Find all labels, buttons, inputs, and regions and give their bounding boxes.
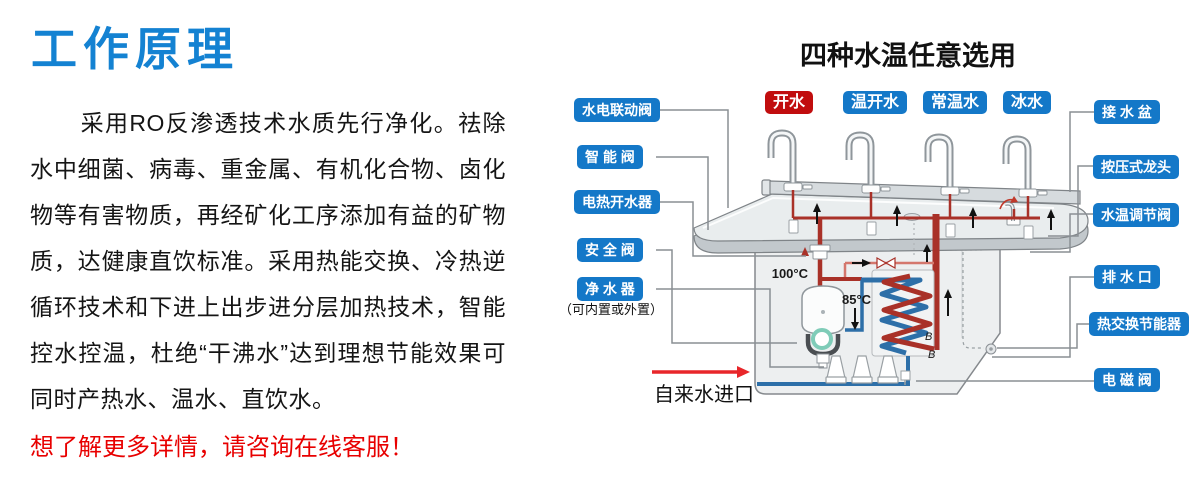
button-boiling-water: 开水 bbox=[765, 91, 814, 114]
solenoid-valve bbox=[900, 370, 911, 385]
gooseneck-faucets bbox=[767, 129, 1048, 198]
label-press-tap: 按压式龙头 bbox=[1093, 155, 1179, 179]
safety-valve bbox=[801, 244, 831, 260]
description-paragraph: 采用RO反渗透技术水质先行净化。祛除水中细菌、病毒、重金属、有机化合物、卤化物等… bbox=[30, 110, 506, 412]
flow-arrows bbox=[813, 203, 1055, 330]
diagram-title: 四种水温任意选用 bbox=[800, 41, 1016, 71]
outlet-temp-label: 85°C bbox=[842, 292, 872, 307]
tap-water-inlet-label: 自来水进口 bbox=[654, 384, 754, 406]
label-water-electric-linkage-valve: 水电联动阀 bbox=[574, 98, 660, 122]
label-water-basin: 接 水 盆 bbox=[1094, 100, 1160, 124]
page-title: 工作原理 bbox=[31, 23, 239, 75]
purifier-note: （可内置或外置） bbox=[559, 302, 664, 317]
label-temp-adjust-valve: 水温调节阀 bbox=[1093, 203, 1179, 227]
label-electric-boiler: 电热开水器 bbox=[574, 190, 660, 214]
button-ice-water: 冰水 bbox=[1003, 91, 1052, 114]
check-valve-icon bbox=[876, 256, 896, 270]
label-connector-lines bbox=[656, 109, 1094, 382]
filter-cartridges bbox=[825, 355, 899, 384]
circulation-pump bbox=[811, 328, 833, 350]
label-drain-outlet: 排 水 口 bbox=[1094, 265, 1160, 289]
marker-b2: B bbox=[928, 349, 935, 361]
inlet-bottom-pipe bbox=[757, 356, 910, 386]
label-safety-valve: 安 全 阀 bbox=[577, 238, 643, 262]
label-solenoid-valve: 电 磁 阀 bbox=[1094, 368, 1160, 392]
plumbing bbox=[757, 190, 1055, 386]
label-smart-valve: 智 能 阀 bbox=[577, 145, 643, 169]
diagram-annotations: 100°C 85°C B B bbox=[772, 266, 936, 361]
water-inlet-arrow-icon bbox=[652, 366, 750, 378]
cta-text: 想了解更多详情，请咨询在线客服！ bbox=[30, 434, 414, 461]
heat-exchanger-coil bbox=[861, 269, 935, 357]
label-heat-exchanger: 热交换节能器 bbox=[1089, 312, 1189, 336]
cold-down-pipe bbox=[845, 280, 864, 332]
label-water-purifier: 净 水 器 bbox=[577, 277, 643, 301]
boiler-temp-label: 100°C bbox=[772, 266, 809, 281]
button-warm-water: 温开水 bbox=[843, 91, 908, 114]
backsplash-rail bbox=[769, 180, 1081, 205]
marker-b1: B bbox=[925, 331, 932, 343]
boiler bbox=[801, 285, 845, 369]
button-normal-water: 常温水 bbox=[923, 91, 988, 114]
